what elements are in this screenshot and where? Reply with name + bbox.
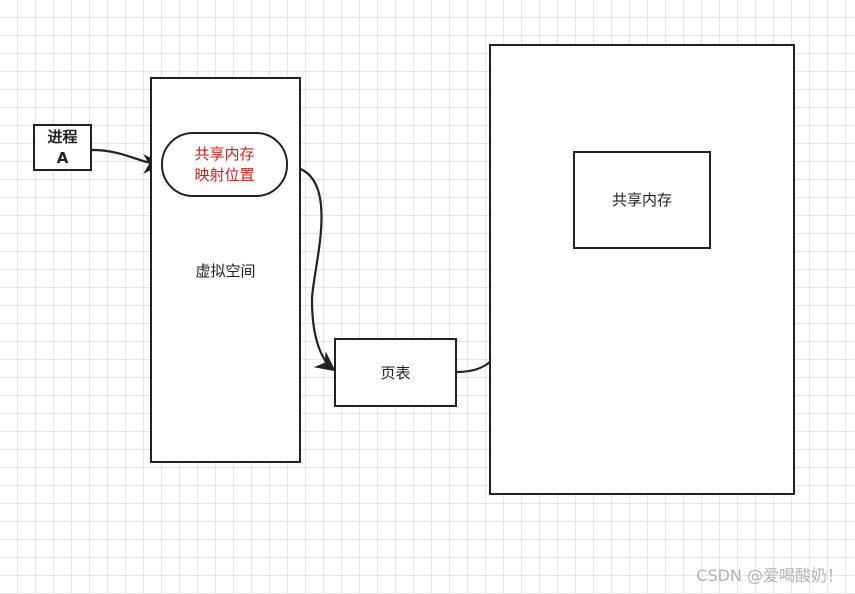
shared-memory-box: [573, 151, 711, 249]
physical-memory-box: [489, 44, 795, 495]
page-table-label: 页表: [380, 364, 411, 382]
process-box: [33, 124, 92, 171]
page-table-box: [334, 338, 457, 407]
mapping-label-line2: 映射位置: [194, 166, 255, 184]
shared-memory-label: 共享内存: [611, 191, 672, 209]
mapping-label-line1: 共享内存: [194, 145, 255, 163]
watermark-text: CSDN @爱喝酸奶！: [696, 566, 843, 585]
process-label-line1: 进程: [47, 128, 78, 146]
shared-memory-mapping-node: [161, 132, 288, 197]
process-label-line2: A: [56, 149, 69, 167]
virtual-space-label: 虚拟空间: [195, 262, 256, 280]
